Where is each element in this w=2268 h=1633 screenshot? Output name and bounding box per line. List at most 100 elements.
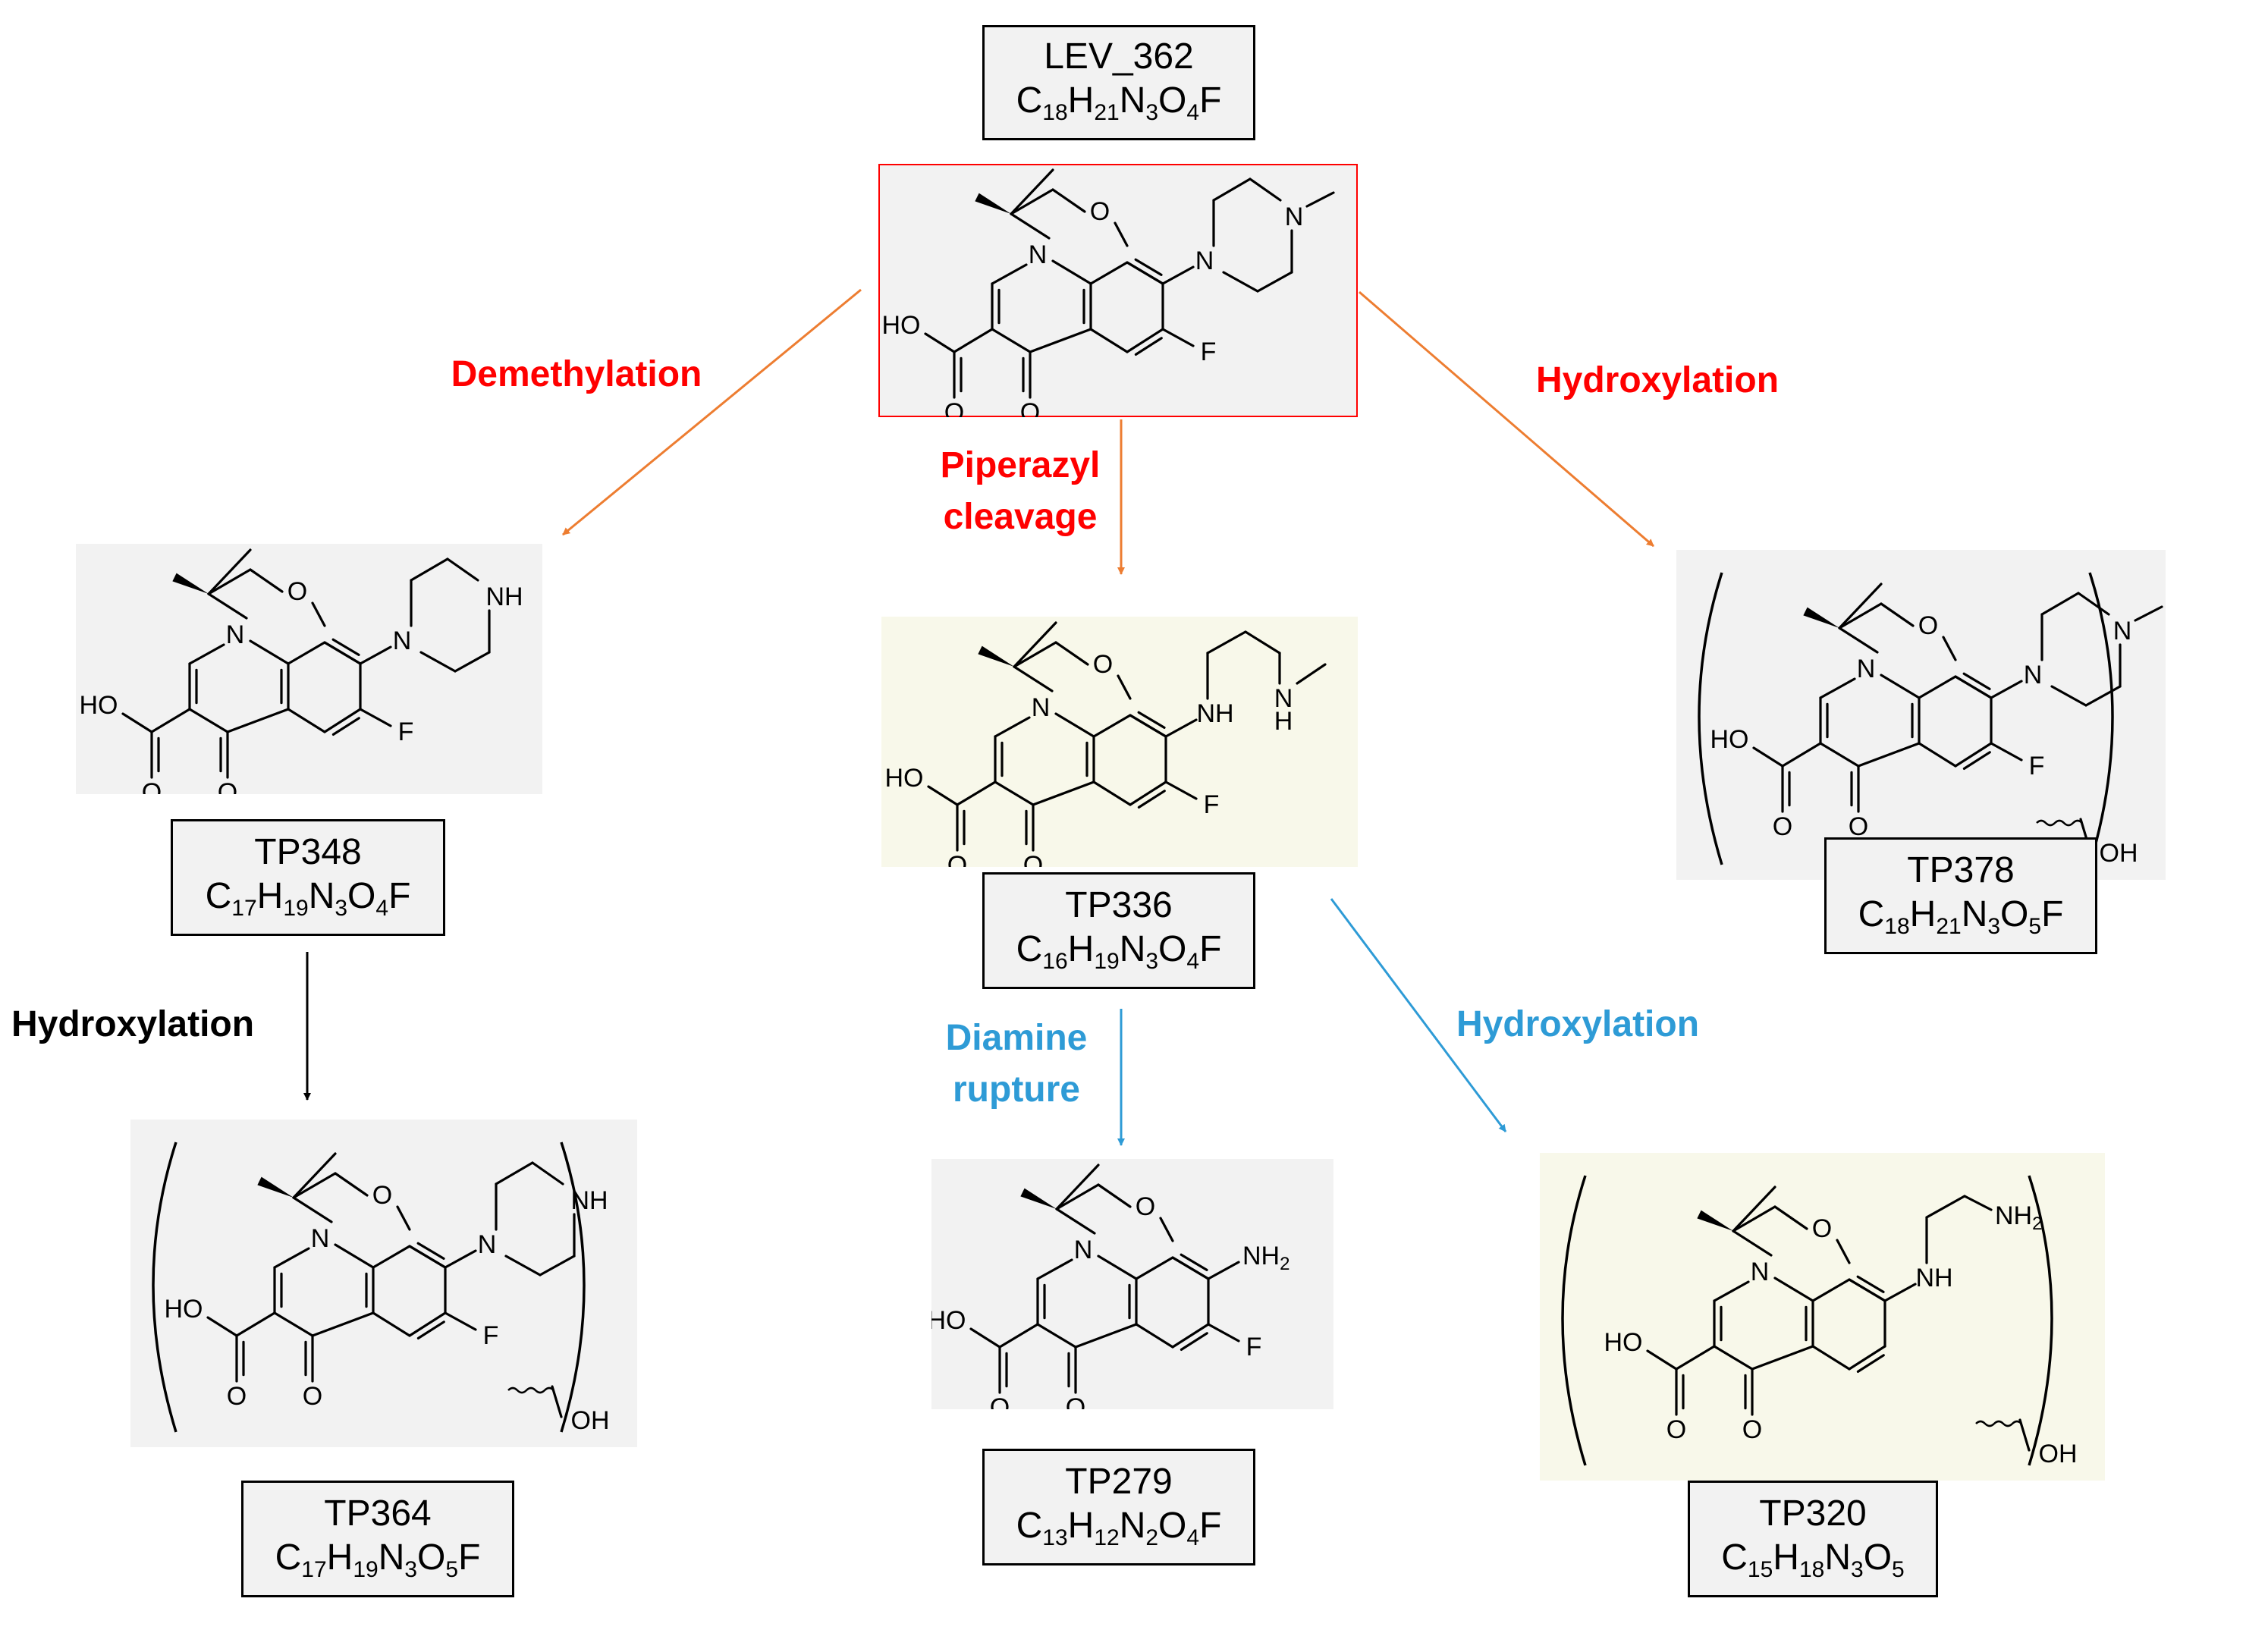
bond (323, 708, 362, 733)
atom-text: N (1274, 684, 1293, 713)
atom-label: HO (1710, 725, 1749, 754)
formula-element: N (1119, 929, 1146, 969)
bond (1159, 1217, 1174, 1242)
bracket-left (1698, 572, 1723, 865)
bond-double (1137, 711, 1166, 729)
bond (1990, 742, 2023, 762)
atom-text: N (311, 1224, 330, 1253)
atom-text: F (398, 718, 414, 746)
atom-label: F (398, 718, 414, 746)
bond-double (1962, 672, 1991, 690)
atom-text: NH (485, 583, 523, 611)
atom-label: HO (882, 311, 921, 340)
bond (1010, 168, 1054, 215)
formula-element: H (326, 1537, 353, 1578)
bond (1117, 674, 1132, 700)
bond (1010, 212, 1051, 240)
bracket-left (152, 1142, 177, 1433)
arrow-hydroxylation-right (1359, 290, 1654, 548)
bond (206, 1316, 238, 1337)
atom-text: O (1090, 197, 1110, 226)
atom-label: HO (931, 1306, 966, 1335)
bond (292, 1172, 337, 1199)
atom-label: O (1742, 1415, 1762, 1444)
atom-label: OH (2039, 1440, 2078, 1468)
atom-label: F (1204, 790, 1220, 819)
formula-element: O (1158, 1506, 1187, 1546)
compound-formula: C16H19N3O4F (985, 928, 1253, 984)
wedge-bond (978, 645, 1014, 667)
bond-double (1137, 790, 1166, 809)
step-demethylation: Demethylation (451, 354, 702, 394)
atom-text: O (947, 851, 967, 867)
atom-label: H (1274, 707, 1293, 736)
bond (1244, 630, 1281, 655)
bond (1164, 718, 1198, 738)
atom-label: N (1857, 655, 1876, 683)
bond (359, 645, 392, 665)
bond (1732, 1205, 1776, 1233)
atom-label: O (1812, 1214, 1832, 1243)
bond-double (1856, 1354, 1885, 1373)
atom-label: O (227, 1382, 247, 1411)
atom-text: HO (1604, 1328, 1643, 1357)
bond-double (331, 638, 360, 656)
bond (953, 328, 994, 353)
atom-text: HO (80, 691, 118, 720)
formula-element: H (256, 876, 284, 916)
atom-label: HO (1604, 1328, 1643, 1357)
atom-text: N (1032, 693, 1051, 722)
atom-text: O (944, 398, 964, 417)
atom-label: NH (1196, 699, 1233, 728)
bond (1305, 191, 1335, 208)
atom-text: O (1742, 1415, 1762, 1444)
bond (1036, 1258, 1073, 1280)
atom-text: OH (571, 1406, 610, 1435)
atom-text: F (1204, 790, 1220, 819)
atom-text: O (287, 577, 307, 606)
formula-subscript: 3 (404, 1557, 418, 1582)
bond (2018, 1418, 2031, 1452)
bond (1036, 1323, 1077, 1349)
step-hydroxylation-left: Hydroxylation (11, 1004, 255, 1044)
formula-subscript: 19 (283, 896, 309, 921)
bond (1942, 636, 1957, 661)
compound-name: TP320 (1759, 1493, 1867, 1534)
atom-label: O (1020, 398, 1040, 417)
wedge-bond (1020, 1188, 1057, 1209)
atom-text: F (1201, 338, 1217, 366)
bond (1013, 641, 1057, 668)
bond (1732, 1185, 1776, 1233)
bond (1126, 261, 1164, 285)
label-lev362: LEV_362 C18H21N3O4F (982, 25, 1255, 140)
bond (1089, 328, 1129, 353)
atom-label: N (1032, 693, 1051, 722)
atom-label: N (1274, 684, 1293, 713)
atom-label: O (142, 778, 162, 794)
formula-element: H (1773, 1537, 1799, 1578)
bond (1819, 677, 1856, 699)
atom-label: F (2029, 752, 2045, 780)
atom-label: OH (2100, 839, 2138, 868)
atom-label: O (1136, 1192, 1155, 1221)
formula-element: O (417, 1537, 446, 1578)
bond (419, 651, 457, 673)
atom-text: O (1666, 1415, 1686, 1444)
atom-label: HO (885, 764, 924, 793)
formula-element: C (1016, 929, 1043, 969)
bond (1256, 271, 1293, 293)
atom-label: O (303, 1382, 322, 1411)
arrow-demethylation (562, 288, 862, 536)
formula-element: F (388, 876, 411, 916)
bond (1925, 1195, 1966, 1219)
bond (1781, 742, 1822, 768)
bond (446, 557, 479, 582)
